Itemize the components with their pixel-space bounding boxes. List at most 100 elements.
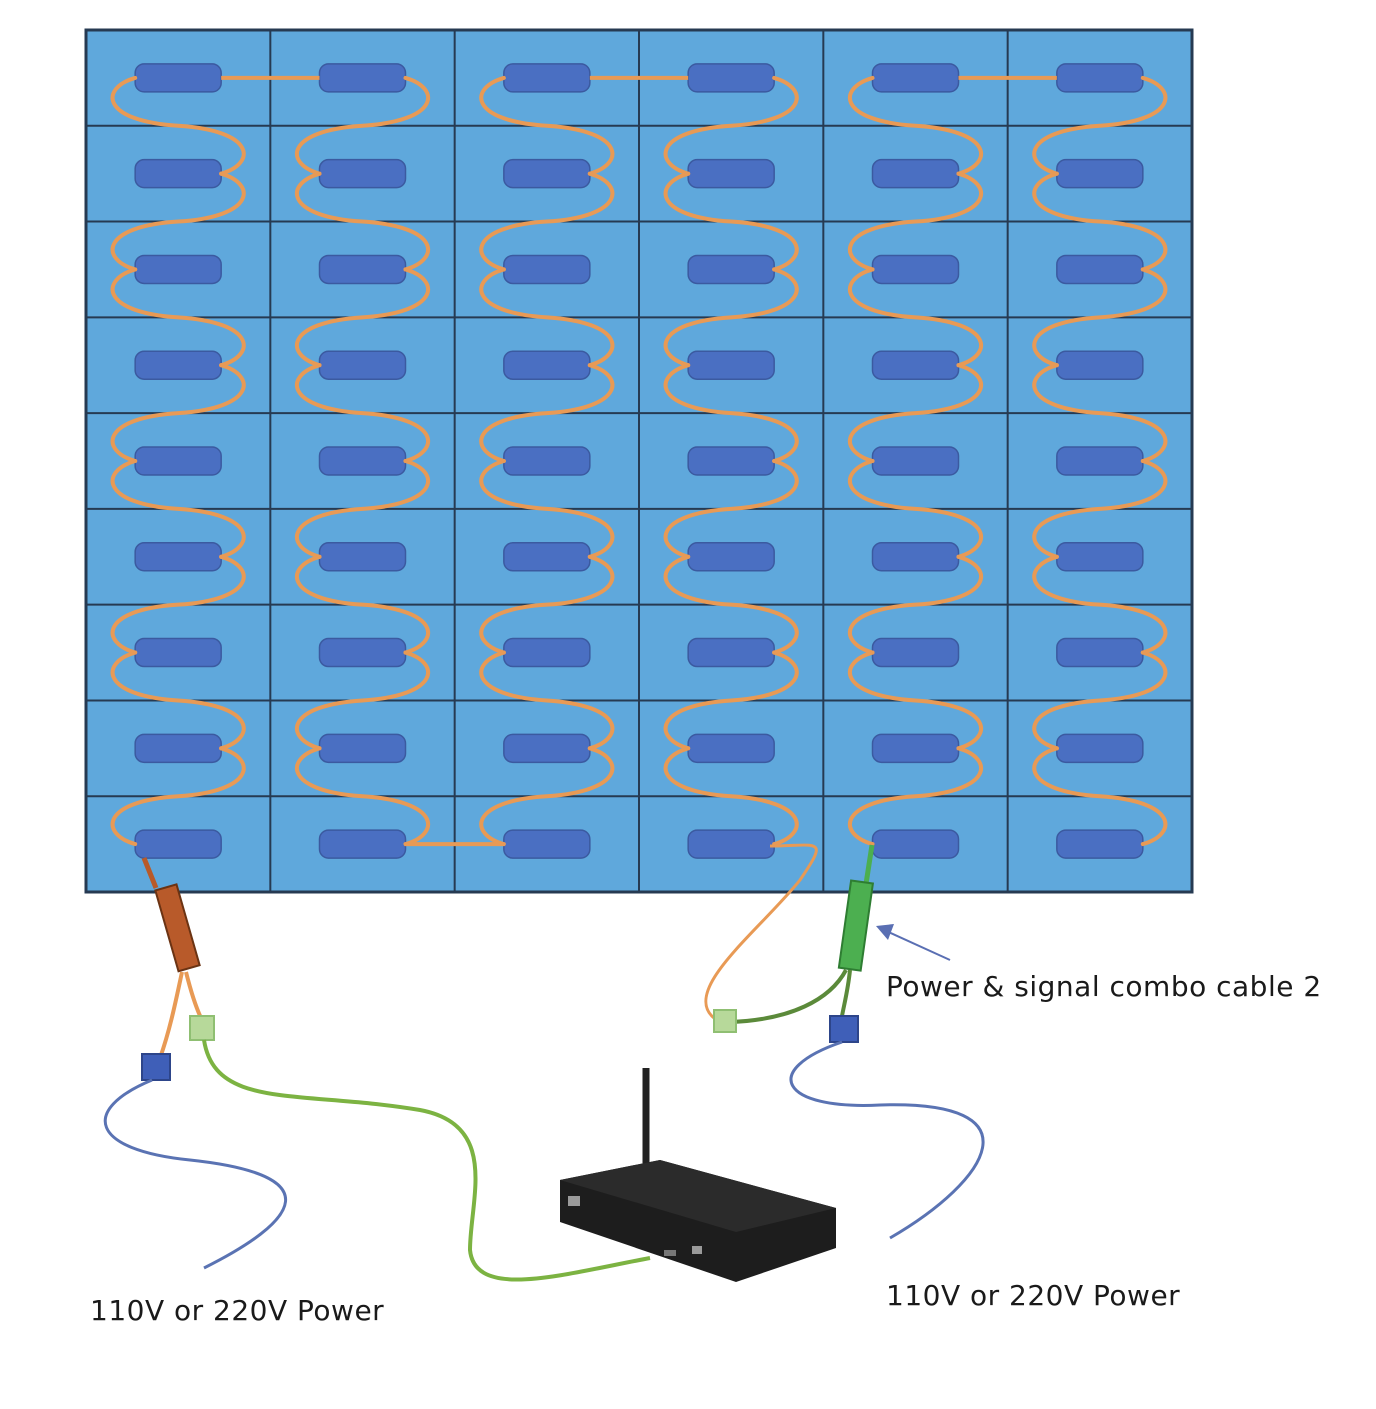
serpentine-cable-segment (294, 746, 431, 847)
power-branch-left (158, 971, 184, 1059)
receiver-module (134, 829, 222, 859)
receiver-module (503, 829, 591, 859)
receiver-module (134, 637, 222, 668)
receiver-module (871, 829, 960, 859)
signal-connector-right (713, 1009, 737, 1033)
serpentine-cable-segment (110, 459, 246, 559)
serpentine-cable-segment (847, 171, 984, 272)
serpentine-cable-segment (847, 554, 984, 655)
receiver-module (1056, 254, 1144, 285)
serpentine-cable-segment (479, 267, 615, 368)
serpentine-cable-segment (294, 363, 431, 463)
combo-cable-label: Power & signal combo cable 2 (886, 970, 1322, 1003)
serpentine-cable-segment (479, 171, 615, 272)
serpentine-cable-segment (663, 75, 799, 176)
signal-branch-left (184, 971, 204, 1021)
receiver-module (687, 446, 775, 476)
receiver-module (503, 542, 591, 572)
receiver-module (1056, 542, 1144, 572)
receiver-module (318, 63, 407, 93)
receiver-module (318, 446, 407, 476)
serpentine-cable-segment (663, 746, 799, 847)
receiver-module (318, 637, 407, 668)
receiver-module (134, 446, 222, 476)
receiver-module (1056, 733, 1144, 764)
receiver-module (318, 733, 407, 764)
receiver-module (1056, 350, 1144, 380)
receiver-module (134, 350, 222, 380)
receiver-module (503, 637, 591, 668)
signal-connector-left (189, 1015, 215, 1041)
receiver-module (1056, 63, 1144, 93)
receiver-module (134, 542, 222, 572)
serpentine-cable-segment (479, 363, 615, 463)
serpentine-cable-segment (479, 554, 615, 655)
serpentine-cable-segment (294, 554, 431, 655)
receiver-module (871, 350, 960, 380)
power-branch-right (840, 969, 852, 1017)
serpentine-cable-segment (847, 363, 984, 463)
serpentine-cable-segment (110, 171, 246, 272)
receiver-module (134, 733, 222, 764)
receiver-module (687, 637, 775, 668)
return-cable-right (704, 843, 818, 1020)
serpentine-cable-segment (1032, 363, 1168, 463)
receiver-module (318, 350, 407, 380)
arrow-icon (883, 929, 951, 961)
serpentine-cable-segment (1032, 171, 1168, 272)
controller-port-icon (692, 1246, 702, 1254)
serpentine-cable-segment (294, 459, 431, 559)
receiver-module (1056, 637, 1144, 668)
power-connector-left (141, 1053, 171, 1081)
serpentine-cable-segment (1032, 746, 1168, 847)
serpentine-cable-segment (663, 554, 799, 655)
receiver-module (871, 542, 960, 572)
serpentine-cable-segment (1032, 459, 1168, 559)
receiver-module (687, 733, 775, 764)
serpentine-cable-segment (479, 459, 615, 559)
serpentine-cable-segment (663, 459, 799, 559)
receiver-module (687, 158, 775, 189)
led-panel-grid (84, 28, 1194, 894)
receiver-module (503, 733, 591, 764)
receiver-module (318, 829, 407, 859)
receiver-module (134, 254, 222, 285)
serpentine-cable-segment (1032, 75, 1168, 176)
serpentine-cable-segment (110, 650, 246, 751)
serpentine-cable-segment (479, 75, 615, 176)
receiver-module (318, 542, 407, 572)
receiver-modules (134, 63, 1144, 859)
receiver-module (503, 254, 591, 285)
receiver-module (318, 158, 407, 189)
serpentine-cable-segment (1032, 554, 1168, 655)
serpentine-cable-segment (1032, 650, 1168, 751)
serpentine-cable-segment (294, 75, 431, 176)
receiver-module (134, 63, 222, 93)
receiver-module (1056, 446, 1144, 476)
serpentine-cable-segment (847, 267, 984, 368)
receiver-module (318, 254, 407, 285)
power-label-left: 110V or 220V Power (90, 1294, 385, 1327)
receiver-module (687, 542, 775, 572)
power-connector-right (829, 1015, 859, 1043)
serpentine-cable-segment (294, 267, 431, 368)
serpentine-cable-segment (847, 75, 984, 176)
power-label-right: 110V or 220V Power (886, 1279, 1181, 1312)
receiver-module (503, 63, 591, 93)
serpentine-cable-segment (663, 171, 799, 272)
combo-cable-2-lead (863, 844, 875, 885)
receiver-module (687, 63, 775, 93)
receiver-module (687, 829, 775, 859)
receiver-module (871, 63, 960, 93)
serpentine-cable-segment (663, 650, 799, 751)
combo-cable-1-lead (141, 857, 159, 889)
serpentine-cables (110, 75, 1168, 847)
signal-branch-right (729, 969, 848, 1024)
serpentine-cable-segment (479, 650, 615, 751)
receiver-module (503, 350, 591, 380)
signal-cable-to-controller (202, 1039, 651, 1282)
receiver-module (871, 446, 960, 476)
serpentine-cable-segment (663, 363, 799, 463)
serpentine-cable-segment (110, 363, 246, 463)
